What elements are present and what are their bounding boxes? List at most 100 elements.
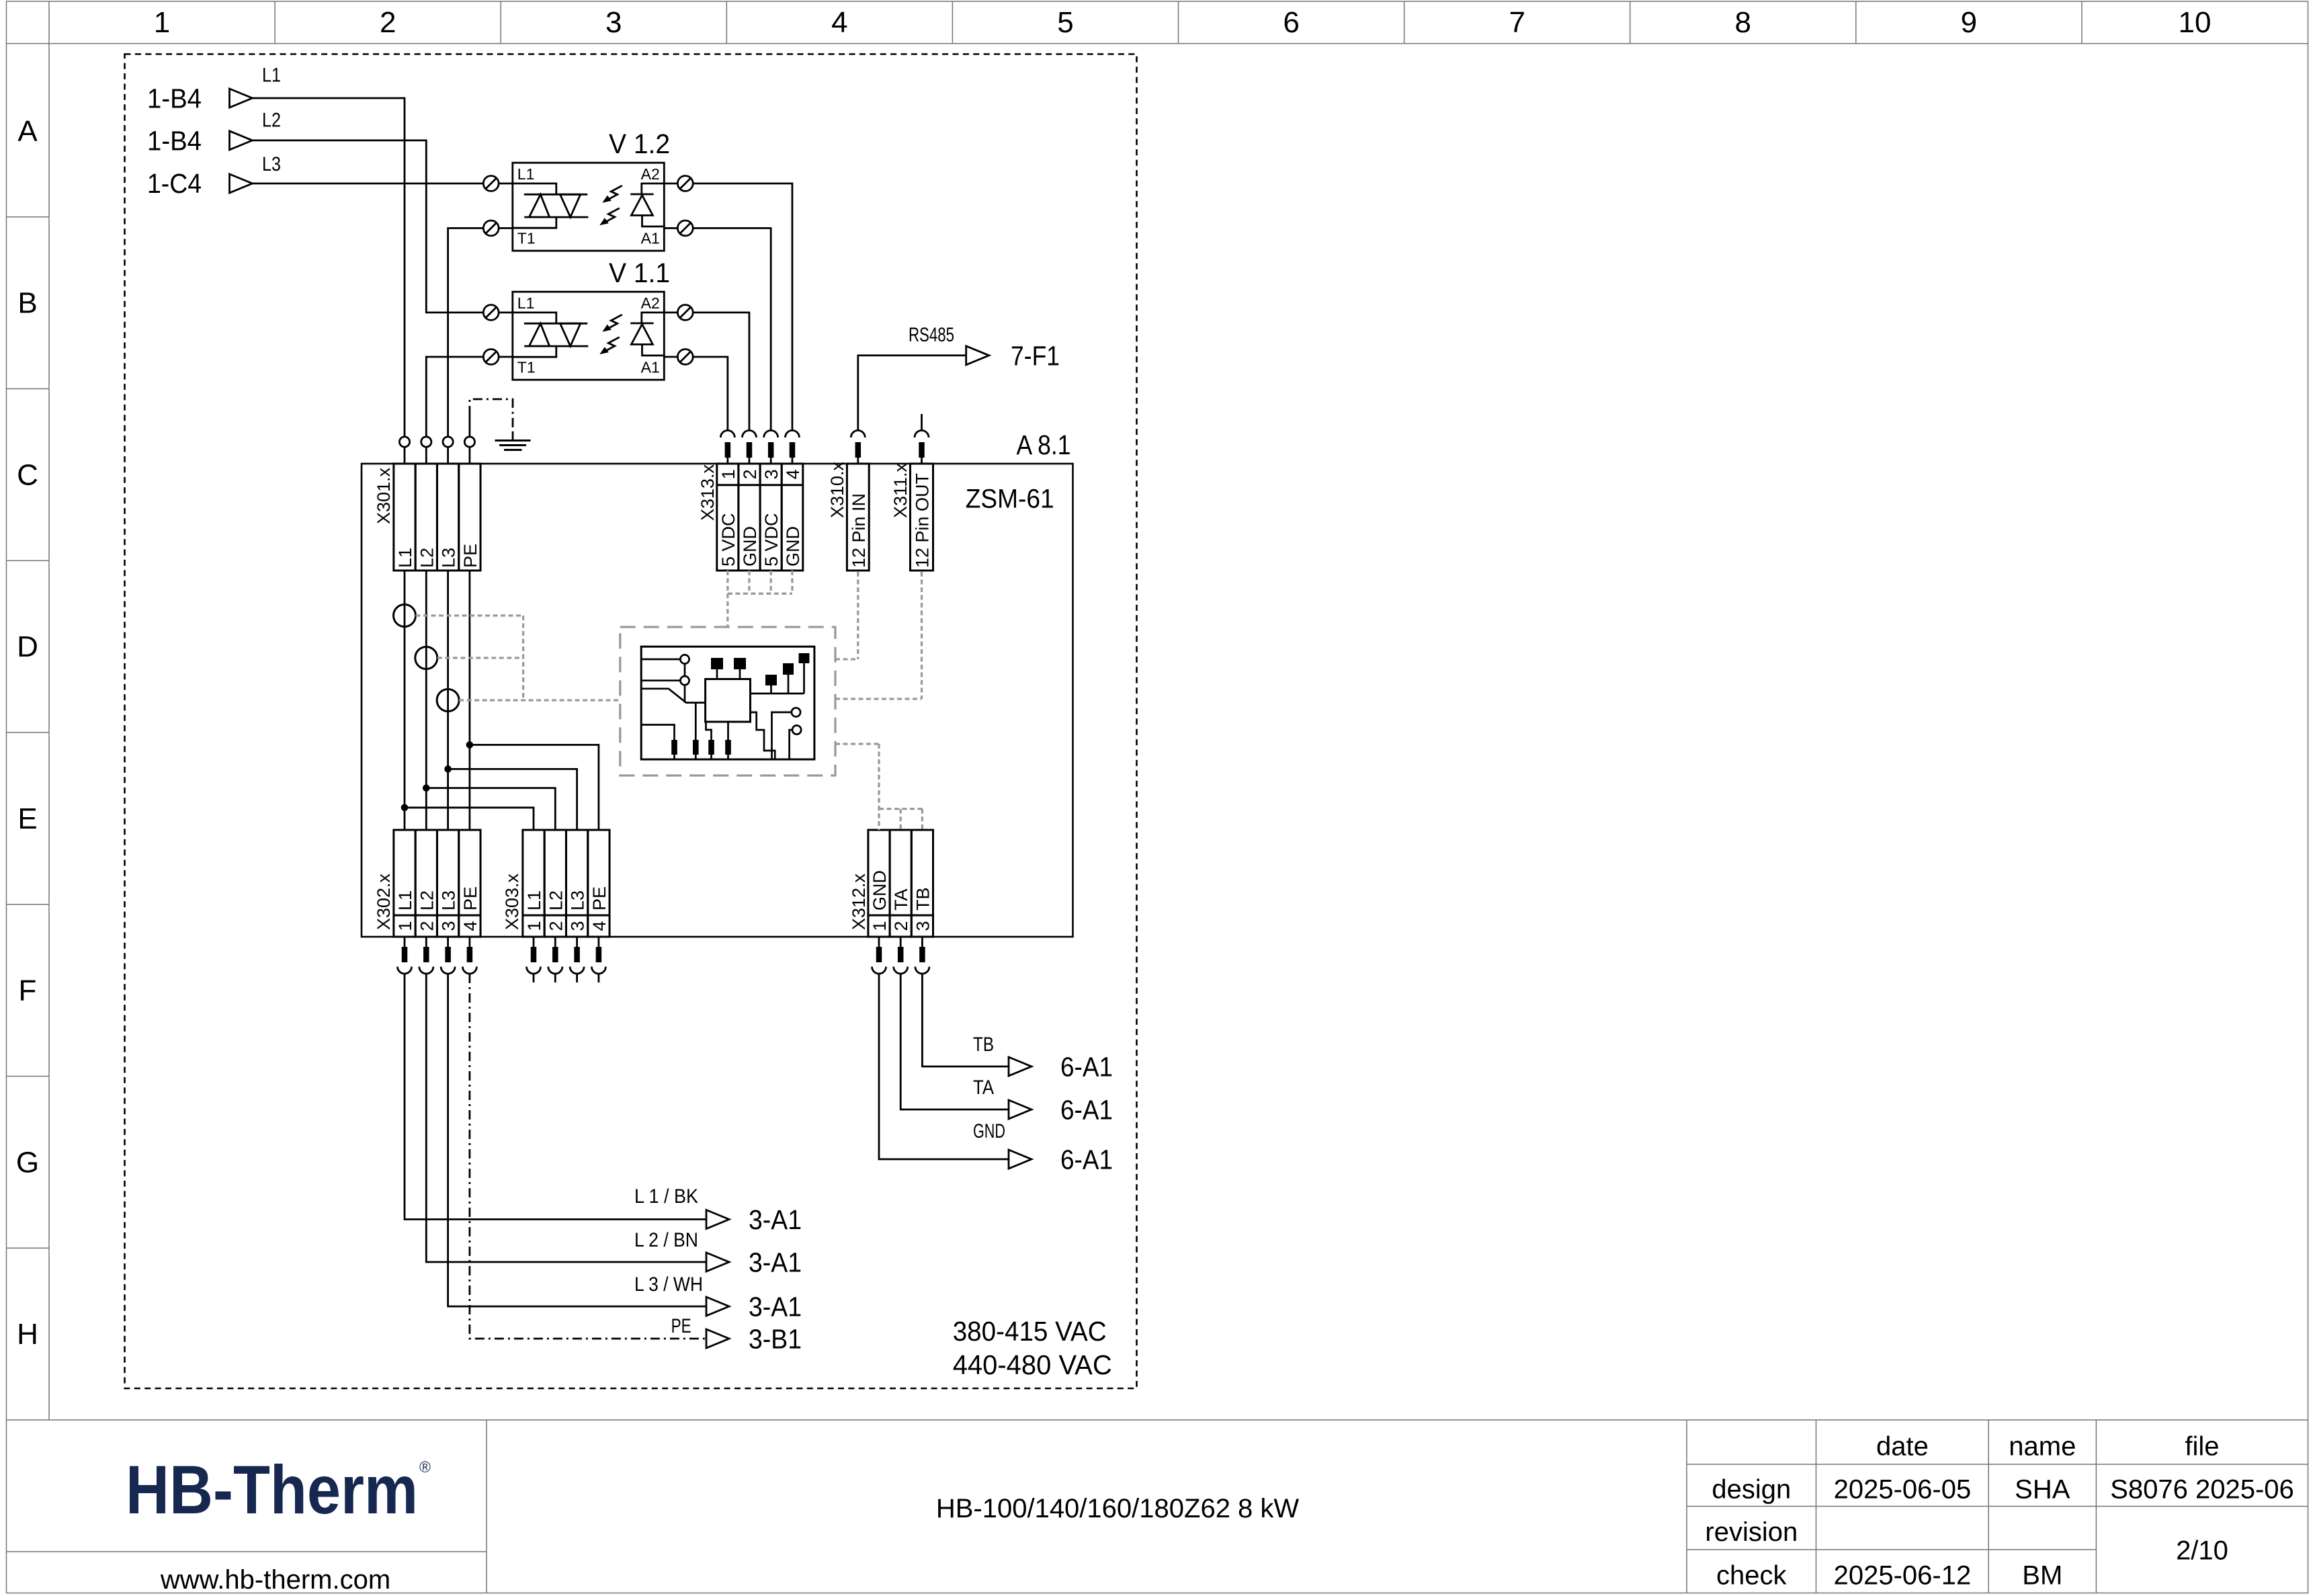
svg-text:1: 1 xyxy=(870,921,890,931)
svg-text:TA: TA xyxy=(891,889,911,911)
svg-text:3-B1: 3-B1 xyxy=(749,1324,802,1355)
svg-text:380-415 VAC: 380-415 VAC xyxy=(953,1316,1107,1347)
svg-text:10: 10 xyxy=(2179,6,2212,39)
svg-text:3: 3 xyxy=(761,469,782,479)
svg-text:ZSM-61: ZSM-61 xyxy=(966,485,1054,514)
svg-text:4: 4 xyxy=(589,921,609,931)
svg-text:V 1.2: V 1.2 xyxy=(609,128,670,159)
svg-text:X303.x: X303.x xyxy=(502,873,522,930)
svg-text:TB: TB xyxy=(973,1034,994,1056)
svg-text:www.hb-therm.com: www.hb-therm.com xyxy=(160,1565,390,1595)
svg-text:F: F xyxy=(19,974,37,1007)
svg-text:S8076 2025-06: S8076 2025-06 xyxy=(2110,1475,2294,1505)
svg-text:12 Pin OUT: 12 Pin OUT xyxy=(913,473,933,568)
svg-text:A 8.1: A 8.1 xyxy=(1017,429,1071,460)
svg-text:1-C4: 1-C4 xyxy=(147,168,202,199)
svg-text:date: date xyxy=(1876,1432,1929,1462)
svg-text:L2: L2 xyxy=(417,548,437,568)
svg-text:L 2 / BN: L 2 / BN xyxy=(634,1229,698,1251)
svg-text:E: E xyxy=(17,802,37,835)
svg-text:2: 2 xyxy=(546,921,566,931)
svg-text:SHA: SHA xyxy=(2015,1475,2070,1505)
svg-text:4: 4 xyxy=(831,6,847,39)
svg-text:GND: GND xyxy=(973,1120,1005,1142)
svg-text:3: 3 xyxy=(568,921,588,931)
svg-text:TB: TB xyxy=(913,887,933,911)
svg-text:GND: GND xyxy=(783,526,803,566)
svg-text:1-B4: 1-B4 xyxy=(147,83,202,114)
svg-text:HB-100/140/160/180Z62 8 kW: HB-100/140/160/180Z62 8 kW xyxy=(936,1494,1300,1523)
svg-text:L 1 / BK: L 1 / BK xyxy=(634,1185,698,1208)
svg-text:1: 1 xyxy=(395,921,415,931)
svg-text:2: 2 xyxy=(740,469,760,479)
svg-text:A: A xyxy=(17,115,38,148)
svg-text:5 VDC: 5 VDC xyxy=(761,513,782,566)
svg-text:4: 4 xyxy=(460,921,480,931)
svg-text:1: 1 xyxy=(718,469,739,479)
svg-text:6-A1: 6-A1 xyxy=(1060,1144,1113,1175)
svg-text:check: check xyxy=(1716,1561,1787,1591)
svg-text:2/10: 2/10 xyxy=(2176,1536,2228,1566)
svg-text:3: 3 xyxy=(605,6,622,39)
svg-text:1: 1 xyxy=(154,6,170,39)
svg-text:G: G xyxy=(16,1146,39,1179)
svg-text:BM: BM xyxy=(2022,1561,2062,1591)
svg-text:X313.x: X313.x xyxy=(698,464,718,521)
svg-text:2: 2 xyxy=(417,921,437,931)
svg-text:PE: PE xyxy=(671,1315,691,1337)
svg-text:5: 5 xyxy=(1057,6,1073,39)
svg-text:X310.x: X310.x xyxy=(827,461,847,518)
svg-text:L1: L1 xyxy=(262,65,281,87)
svg-text:PE: PE xyxy=(460,886,480,911)
svg-text:X302.x: X302.x xyxy=(374,873,394,930)
svg-text:X312.x: X312.x xyxy=(849,873,869,930)
svg-text:3-A1: 3-A1 xyxy=(749,1292,802,1322)
svg-text:L3: L3 xyxy=(568,890,588,911)
svg-text:GND: GND xyxy=(870,870,890,911)
svg-text:V 1.1: V 1.1 xyxy=(609,257,670,288)
svg-text:H: H xyxy=(17,1318,38,1351)
svg-text:GND: GND xyxy=(740,526,760,566)
svg-text:®: ® xyxy=(419,1458,431,1476)
svg-text:L1: L1 xyxy=(524,890,544,911)
svg-text:6: 6 xyxy=(1283,6,1299,39)
svg-text:PE: PE xyxy=(460,544,480,568)
svg-text:X311.x: X311.x xyxy=(890,462,911,518)
svg-text:D: D xyxy=(17,630,38,663)
svg-text:4: 4 xyxy=(783,469,803,479)
svg-text:L1: L1 xyxy=(395,548,415,568)
svg-text:5 VDC: 5 VDC xyxy=(718,513,739,566)
svg-text:X301.x: X301.x xyxy=(374,467,394,524)
svg-text:1: 1 xyxy=(524,921,544,931)
svg-text:RS485: RS485 xyxy=(909,324,954,346)
svg-text:6-A1: 6-A1 xyxy=(1060,1052,1113,1083)
svg-text:2: 2 xyxy=(891,921,911,931)
svg-text:design: design xyxy=(1712,1475,1791,1505)
svg-text:2025-06-05: 2025-06-05 xyxy=(1834,1475,1972,1505)
svg-text:2025-06-12: 2025-06-12 xyxy=(1834,1561,1972,1591)
svg-text:7-F1: 7-F1 xyxy=(1011,340,1060,371)
svg-text:3: 3 xyxy=(913,921,933,931)
svg-text:L2: L2 xyxy=(262,110,281,132)
svg-text:6-A1: 6-A1 xyxy=(1060,1095,1113,1126)
svg-text:L3: L3 xyxy=(262,153,281,175)
svg-text:7: 7 xyxy=(1509,6,1525,39)
svg-text:L3: L3 xyxy=(439,890,459,911)
svg-text:B: B xyxy=(17,287,37,320)
svg-text:revision: revision xyxy=(1705,1517,1798,1547)
svg-text:file: file xyxy=(2185,1432,2219,1462)
svg-text:HB-Therm: HB-Therm xyxy=(126,1452,418,1528)
svg-text:name: name xyxy=(2009,1432,2076,1462)
svg-text:9: 9 xyxy=(1961,6,1977,39)
svg-text:L2: L2 xyxy=(546,890,566,911)
svg-text:8: 8 xyxy=(1735,6,1751,39)
svg-text:C: C xyxy=(17,458,38,491)
svg-text:L 3 / WH: L 3 / WH xyxy=(634,1273,703,1296)
svg-text:L1: L1 xyxy=(395,890,415,911)
svg-text:12 Pin IN: 12 Pin IN xyxy=(849,493,869,568)
svg-text:1-B4: 1-B4 xyxy=(147,125,202,156)
svg-text:L2: L2 xyxy=(417,890,437,911)
svg-text:3: 3 xyxy=(439,921,459,931)
svg-text:3-A1: 3-A1 xyxy=(749,1204,802,1235)
svg-text:2: 2 xyxy=(380,6,396,39)
